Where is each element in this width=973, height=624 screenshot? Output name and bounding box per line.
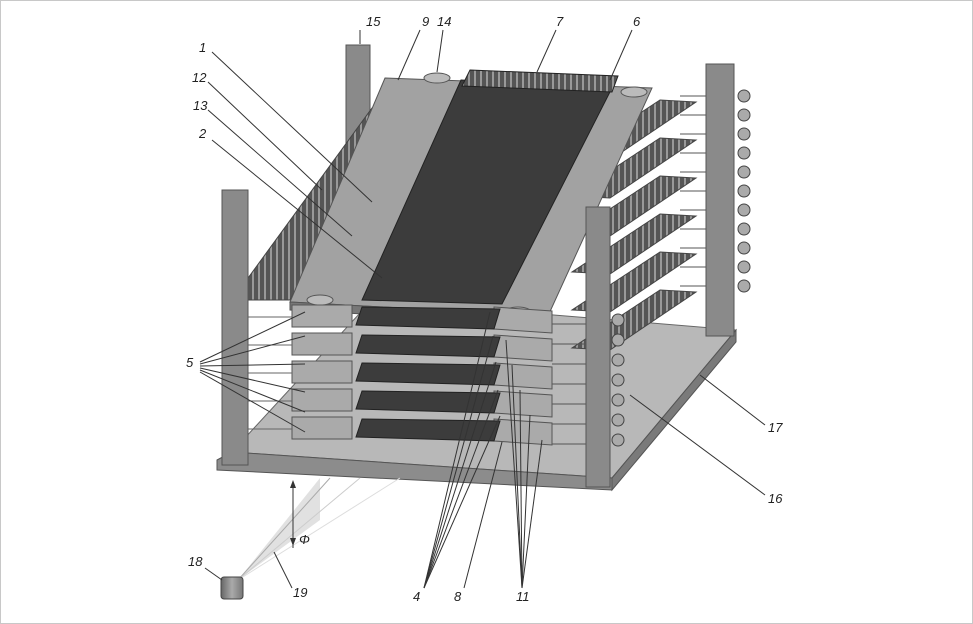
connector <box>611 353 625 367</box>
label-9: 9 <box>422 14 429 29</box>
spacer-right <box>493 306 553 334</box>
label-12: 12 <box>192 70 207 85</box>
connector <box>737 184 751 198</box>
label-15: 15 <box>366 14 381 29</box>
label-2: 2 <box>198 126 207 141</box>
spacer-left <box>291 416 353 440</box>
right-connectors <box>680 89 751 293</box>
sensor-plate <box>355 390 501 414</box>
label-phi: Φ <box>299 532 310 547</box>
sensor-plate <box>355 306 501 330</box>
spacer-left <box>291 332 353 356</box>
label-19: 19 <box>293 585 307 600</box>
post-front-right <box>585 206 611 488</box>
connector <box>737 279 751 293</box>
connector <box>737 108 751 122</box>
label-13: 13 <box>193 98 208 113</box>
label-17: 17 <box>768 420 783 435</box>
label-6: 6 <box>633 14 641 29</box>
post-back-right <box>705 63 735 337</box>
sensor-plate <box>355 418 501 442</box>
label-18: 18 <box>188 554 203 569</box>
layer-stack <box>248 304 553 446</box>
post-front-left <box>221 189 249 466</box>
spacer-left <box>291 304 353 328</box>
label-11: 11 <box>516 589 530 604</box>
front-connectors <box>552 313 625 447</box>
label-7: 7 <box>556 14 564 29</box>
phi-dimension <box>290 480 296 548</box>
label-8: 8 <box>454 589 462 604</box>
spacer-right <box>493 362 553 390</box>
connector-7 <box>461 69 619 93</box>
leader-lines <box>199 29 766 589</box>
connector <box>611 393 625 407</box>
connector <box>737 89 751 103</box>
spacer-right <box>493 390 553 418</box>
connector <box>737 203 751 217</box>
spacer-left <box>291 388 353 412</box>
sensor-18 <box>220 576 244 600</box>
optical-beam <box>237 477 401 581</box>
label-1: 1 <box>199 40 206 55</box>
connector <box>737 241 751 255</box>
spacer-right <box>493 334 553 362</box>
label-4: 4 <box>413 589 420 604</box>
label-14: 14 <box>437 14 451 29</box>
sensor-plate <box>355 334 501 358</box>
spacer-left <box>291 360 353 384</box>
connector <box>611 313 625 327</box>
spacer-right <box>493 418 553 446</box>
label-5: 5 <box>186 355 194 370</box>
connector <box>611 373 625 387</box>
label-16: 16 <box>768 491 783 506</box>
connector <box>737 127 751 141</box>
connector <box>737 260 751 274</box>
sensor-plate <box>355 362 501 386</box>
connector <box>611 333 625 347</box>
connector <box>611 433 625 447</box>
connector <box>611 413 625 427</box>
connector <box>737 146 751 160</box>
connector <box>737 165 751 179</box>
connector <box>737 222 751 236</box>
